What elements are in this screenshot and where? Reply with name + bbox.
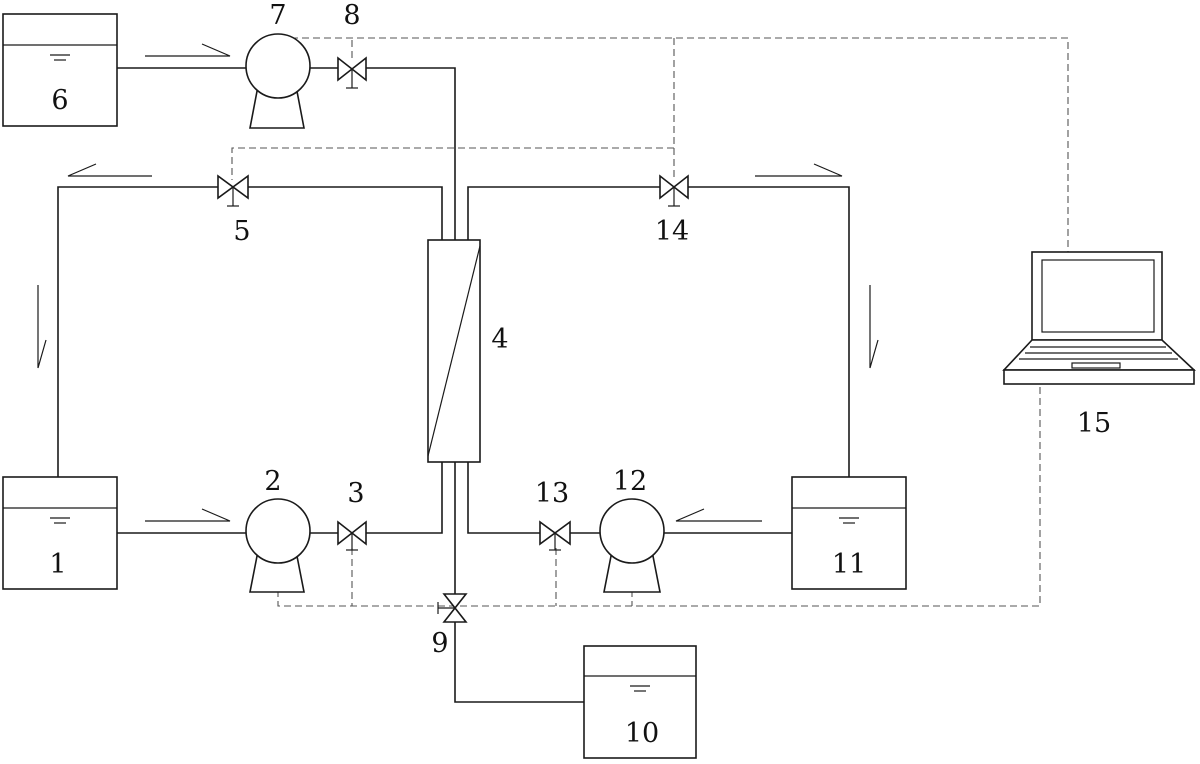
valve-8: 8 [337,0,367,89]
pump-12: 12 [599,466,665,593]
column-4: 4 [427,239,509,463]
label-1: 1 [49,549,66,580]
tank-1: 1 [2,476,118,590]
valve-13: 13 [535,478,571,551]
label-3: 3 [347,478,364,509]
pipes [57,67,850,703]
valve-14: 14 [655,174,689,247]
label-12: 12 [613,466,647,497]
valve-5: 5 [217,174,251,247]
label-10: 10 [625,718,659,749]
label-14: 14 [655,216,689,247]
computer-15: 15 [1002,251,1197,439]
label-7: 7 [269,0,286,31]
pump-7: 7 [245,0,311,129]
flow-arrow-down-left [37,285,47,369]
valve-3: 3 [337,478,367,551]
label-8: 8 [343,0,360,31]
label-13: 13 [535,478,569,509]
label-5: 5 [233,216,250,247]
flow-arrow-6-to-7 [145,43,231,57]
flow-arrow-down-right [869,285,879,369]
flow-arrow-return-left [67,163,152,177]
label-15: 15 [1077,408,1111,439]
tank-6: 6 [2,13,118,127]
tank-11: 11 [791,476,907,590]
flow-arrows [37,43,879,522]
flow-arrow-return-right [755,163,843,177]
flow-arrow-11-to-12 [675,508,762,522]
label-6: 6 [51,85,68,116]
tank-10: 10 [583,645,697,759]
label-4: 4 [491,324,508,355]
label-9: 9 [431,628,448,659]
label-11: 11 [832,549,866,580]
pump-2: 2 [245,466,311,593]
label-2: 2 [264,466,281,497]
flow-arrow-1-to-2 [145,508,231,522]
valve-9: 9 [431,593,468,659]
laptop-icon [1002,251,1197,385]
